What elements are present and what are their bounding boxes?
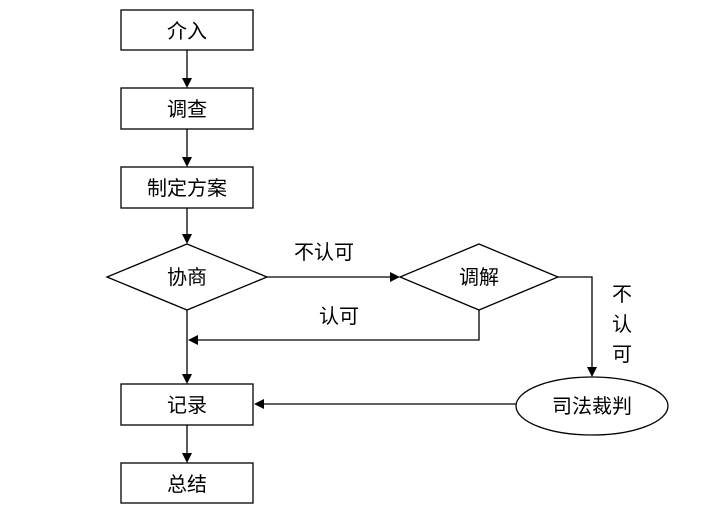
edge-negotiate-to-mediate <box>267 272 400 282</box>
edge-investigate-to-plan <box>182 129 192 167</box>
node-mediate: 调解 <box>398 243 560 311</box>
label-not-approved-vertical: 不 认 可 <box>612 282 632 366</box>
node-intervene-label: 介入 <box>167 19 207 43</box>
node-record-label: 记录 <box>167 393 207 417</box>
edge-mediate-to-judicial <box>558 276 597 377</box>
node-summarize: 总结 <box>120 462 254 504</box>
node-negotiate-label: 协商 <box>167 265 207 289</box>
edge-mediate-to-record-path <box>188 310 480 345</box>
node-record: 记录 <box>120 383 254 426</box>
label-not-approved-char-1: 不 <box>612 282 632 306</box>
edge-record-to-summarize <box>182 425 192 463</box>
node-intervene: 介入 <box>120 9 254 51</box>
label-approved: 认可 <box>319 304 359 328</box>
node-summarize-label: 总结 <box>167 472 207 496</box>
node-investigate: 调查 <box>120 87 254 130</box>
edge-plan-to-negotiate <box>182 208 192 244</box>
node-investigate-label: 调查 <box>167 97 207 121</box>
label-not-approved-char-2: 认 <box>612 312 632 336</box>
node-plan-label: 制定方案 <box>147 176 227 200</box>
node-judicial: 司法裁判 <box>515 376 669 436</box>
edge-judicial-to-record <box>254 399 516 409</box>
label-not-approved-horizontal: 不认可 <box>294 240 354 264</box>
node-judicial-label: 司法裁判 <box>552 394 632 418</box>
edge-negotiate-to-record <box>182 310 192 384</box>
node-plan: 制定方案 <box>120 166 254 209</box>
edge-intervene-to-investigate <box>182 50 192 88</box>
node-negotiate: 协商 <box>105 243 269 311</box>
node-mediate-label: 调解 <box>459 265 499 289</box>
label-not-approved-char-3: 可 <box>612 342 632 366</box>
